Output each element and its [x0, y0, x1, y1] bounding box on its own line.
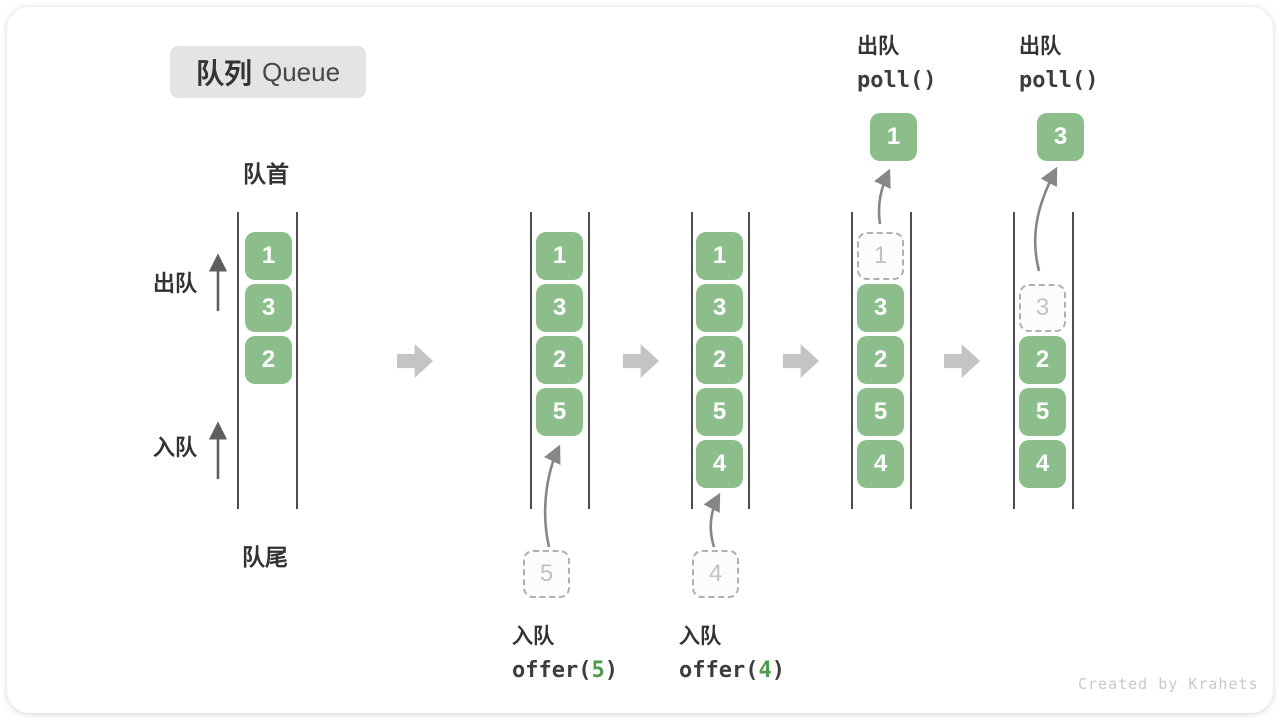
offer-arg: 4 — [758, 658, 772, 683]
enqueue-label: 入队 — [153, 435, 198, 460]
queue-cell: 5 — [696, 388, 743, 436]
queue-column-5 — [1013, 212, 1074, 509]
incoming-element-cell: 4 — [692, 550, 739, 598]
poll-operation-label: 出队 poll() — [857, 35, 937, 93]
offer-arg: 5 — [591, 658, 605, 683]
title-box: 队列 Queue — [170, 46, 366, 98]
queue-cell: 2 — [536, 336, 583, 384]
queue-cell: 5 — [1019, 388, 1066, 436]
queue-column-3 — [691, 212, 750, 509]
offer-operation-label: 入队 offer(5) — [512, 625, 618, 683]
queue-cell: 4 — [696, 440, 743, 488]
queue-cell: 3 — [857, 284, 904, 332]
dequeue-label: 出队 — [153, 271, 198, 296]
outgoing-element-cell: 3 — [1037, 113, 1084, 161]
queue-cell: 1 — [536, 232, 583, 280]
queue-cell: 2 — [696, 336, 743, 384]
offer-operation-label: 入队 offer(4) — [679, 625, 785, 683]
removed-element-cell: 3 — [1019, 284, 1066, 332]
queue-front-label: 队首 — [243, 161, 289, 187]
queue-column-2 — [530, 212, 590, 509]
queue-cell: 2 — [1019, 336, 1066, 384]
queue-cell: 1 — [696, 232, 743, 280]
queue-cell: 1 — [245, 232, 292, 280]
removed-element-cell: 1 — [857, 232, 904, 280]
queue-cell: 3 — [696, 284, 743, 332]
queue-column-4 — [851, 212, 912, 509]
outgoing-element-cell: 1 — [870, 113, 917, 161]
queue-cell: 4 — [857, 440, 904, 488]
queue-rear-label: 队尾 — [242, 544, 288, 570]
queue-cell: 4 — [1019, 440, 1066, 488]
poll-operation-label: 出队 poll() — [1019, 35, 1099, 93]
queue-column-1 — [237, 212, 298, 509]
queue-cell: 5 — [857, 388, 904, 436]
queue-cell: 2 — [245, 336, 292, 384]
incoming-element-cell: 5 — [523, 550, 570, 598]
queue-cell: 3 — [245, 284, 292, 332]
queue-cell: 5 — [536, 388, 583, 436]
title-en: Queue — [261, 56, 341, 87]
watermark: Created by Krahets — [1078, 675, 1259, 693]
queue-cell: 3 — [536, 284, 583, 332]
queue-cell: 2 — [857, 336, 904, 384]
title-zh: 队列 — [195, 58, 252, 89]
